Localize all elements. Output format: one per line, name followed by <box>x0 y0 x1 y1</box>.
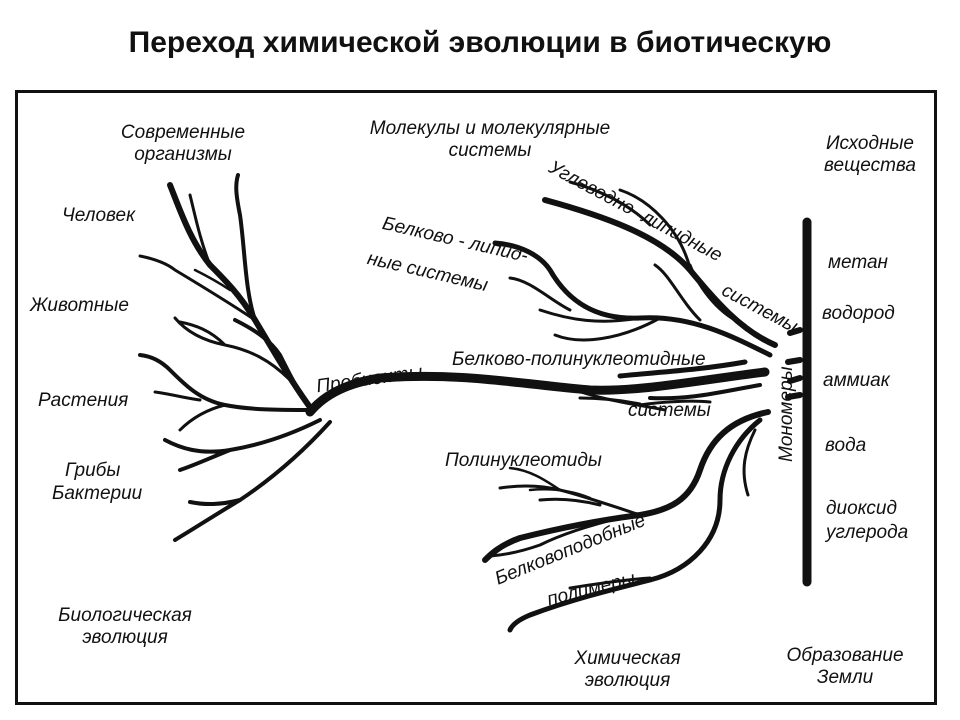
label-systems: системы <box>628 400 711 421</box>
label-monomers: Мономеры <box>776 366 797 462</box>
main-trunk <box>305 367 770 417</box>
label-polynucleotides: Полинуклеотиды <box>445 450 602 471</box>
page-title: Переход химической эволюции в биотическу… <box>128 26 832 59</box>
label-bio-evolution: Биологическая эволюция <box>58 605 192 648</box>
substance-water: вода <box>825 435 867 456</box>
substance-hydrogen: водород <box>822 303 895 324</box>
label-human: Человек <box>62 205 136 226</box>
protein-lipid-branch <box>492 240 773 358</box>
substance-co2: диоксид углерода <box>826 498 909 543</box>
label-source-substances: Исходные вещества <box>824 133 916 176</box>
label-modern-organisms: Современные организмы <box>120 122 246 165</box>
label-bacteria: Бактерии <box>52 483 143 504</box>
substance-ammonia: аммиак <box>823 370 890 391</box>
substance-methane: метан <box>828 252 889 273</box>
organism-crown <box>167 182 315 413</box>
label-protein-polynuc: Белково-полинуклеотидные <box>452 349 706 370</box>
label-chem-evolution: Химическая эволюция <box>574 648 681 691</box>
label-earth-formation: Образование Земли <box>786 645 904 688</box>
diagram-frame <box>15 90 937 705</box>
label-fungi: Грибы <box>65 460 121 481</box>
label-plants: Растения <box>38 390 129 411</box>
label-molecules: Молекулы и молекулярные системы <box>369 118 611 161</box>
label-animals: Животные <box>30 295 129 316</box>
